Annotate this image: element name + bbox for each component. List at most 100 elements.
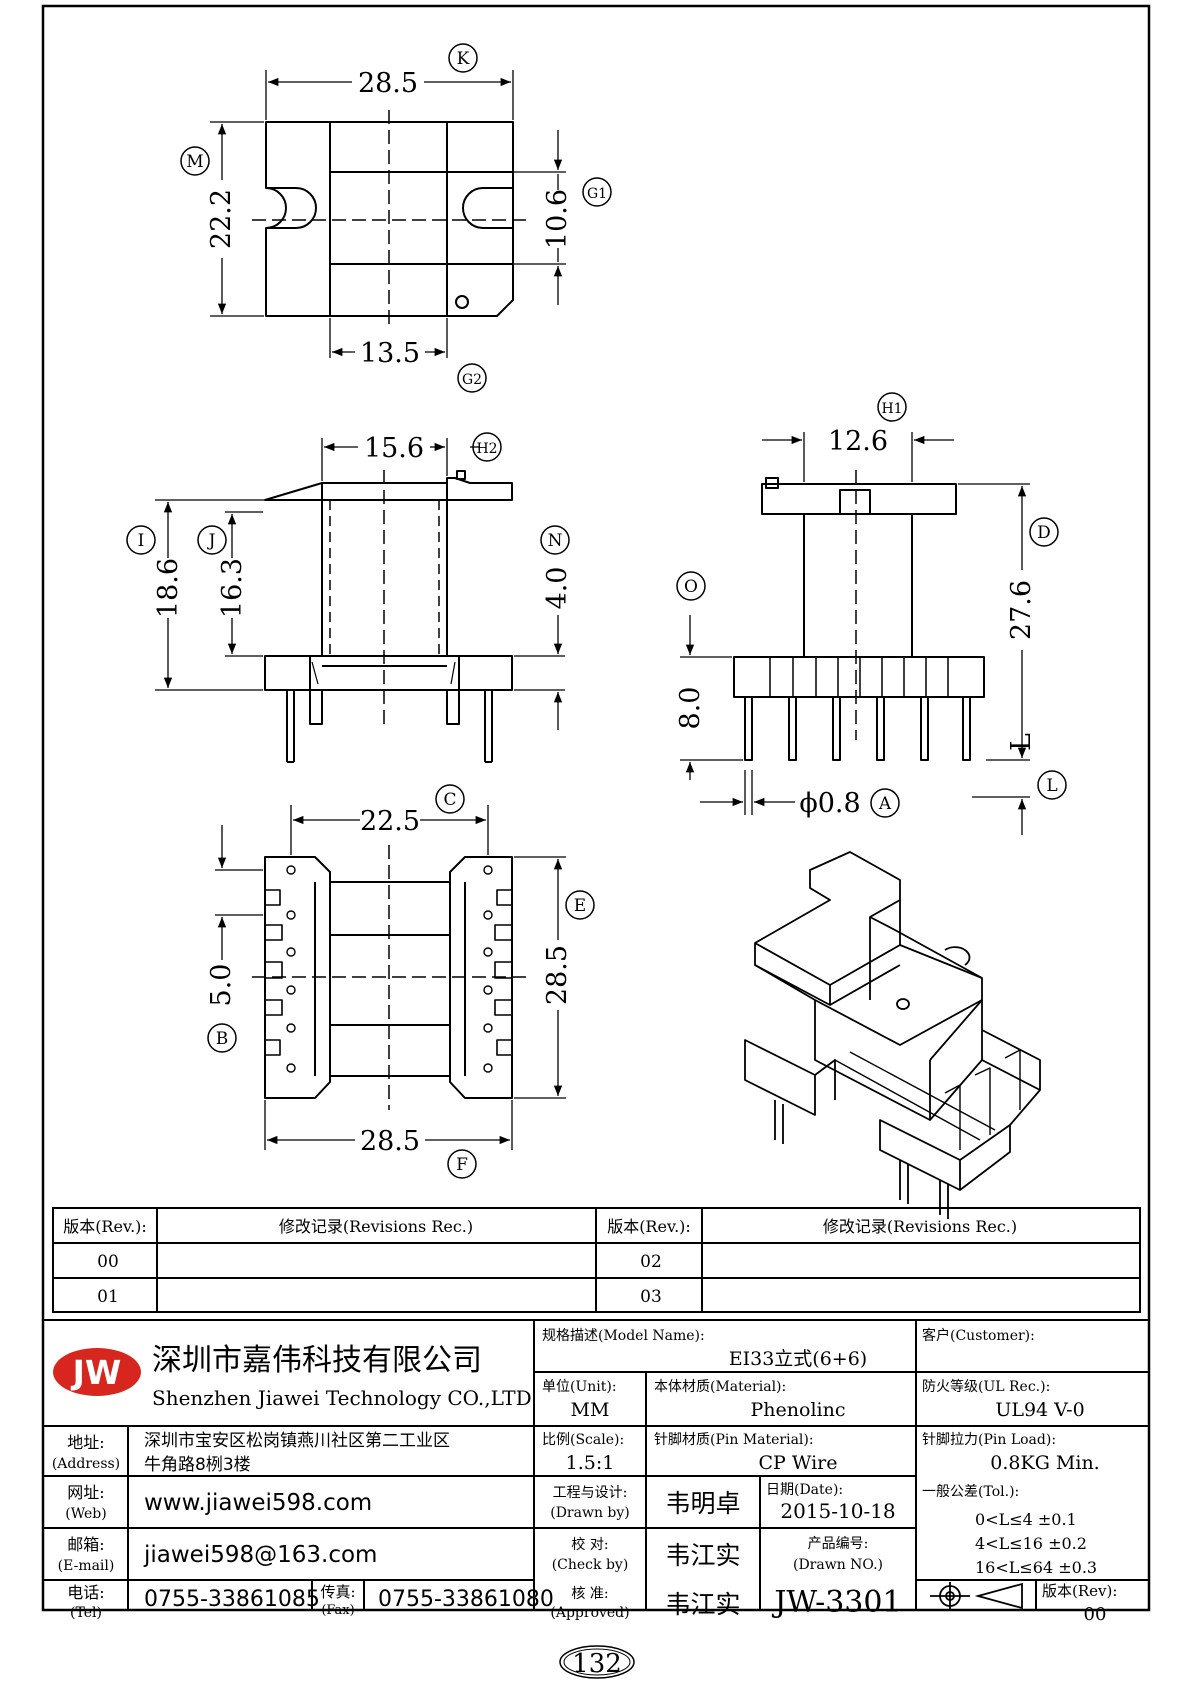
unit-value: MM [571,1399,610,1421]
page-number: 132 [572,1649,622,1679]
dim-G2: 13.5 [360,338,420,369]
pin-load-label: 针脚拉力(Pin Load): [922,1432,1056,1448]
rev-header-left: 版本(Rev.): [63,1217,147,1236]
title-block: JW 深圳市嘉伟科技有限公司 Shenzhen Jiawei Technolog… [43,1319,1149,1625]
projection-symbol-icon [930,1582,1023,1610]
dim-J: 16.3 [217,558,248,618]
callout-G2: G2 [462,372,482,388]
dimension-lines [155,70,1030,1150]
callout-J: J [207,531,216,551]
product-no-value: JW-3301 [771,1585,901,1620]
customer-label: 客户(Customer): [922,1327,1035,1344]
callout-F: F [456,1155,468,1175]
logo-text: JW [71,1353,122,1392]
tel-label-cn: 电话: [67,1583,104,1602]
jw-logo: JW [53,1348,141,1396]
top-view [252,110,528,330]
product-no-label-cn: 产品编号: [808,1536,869,1552]
dim-G1: 10.6 [542,189,573,249]
fax-number: 0755-33861080 [378,1587,554,1612]
callout-O: O [684,577,698,597]
rev-header-right: 版本(Rev.): [607,1217,691,1236]
revision-table: 版本(Rev.): 修改记录(Revisions Rec.) 版本(Rev.):… [52,1207,1141,1313]
dim-K: 28.5 [358,68,418,99]
model-label: 规格描述(Model Name): [542,1328,705,1344]
callout-H1: H1 [881,401,902,417]
sheet-border [41,4,1151,1612]
address-label-cn: 地址: [67,1433,104,1452]
callout-M: M [186,152,203,172]
email-label-en: (E-mail) [58,1558,115,1574]
scale-value: 1.5:1 [566,1452,615,1474]
callout-D: D [1037,523,1051,543]
fax-label-cn: 传真: [320,1583,355,1601]
tol-line-1: 0<L≤4 ±0.1 [975,1510,1077,1529]
callout-A: A [878,794,892,814]
front-view [264,470,513,763]
pin-load-value: 0.8KG Min. [990,1452,1099,1474]
callout-K: K [457,49,470,69]
tel-label-en: (Tel) [70,1605,102,1621]
dim-D: 27.6 [1006,580,1037,640]
callout-B: B [216,1029,229,1049]
dim-E: 28.5 [542,945,573,1005]
approve-label-cn: 核 准: [571,1586,608,1602]
tb-rev-label: 版本(Rev): [1042,1582,1117,1600]
product-no-label-en: (Drawn NO.) [793,1557,883,1573]
rev-row-03: 03 [640,1287,662,1307]
rec-header-right: 修改记录(Revisions Rec.) [823,1217,1017,1236]
scale-label: 比例(Scale): [542,1432,624,1448]
dim-L: L [1006,733,1037,751]
rev-row-01: 01 [97,1287,119,1307]
callout-E: E [574,896,586,916]
isometric-view [744,851,1041,1219]
tel-number: 0755-33861085 [144,1587,320,1612]
address-line-1: 深圳市宝安区松岗镇燕川社区第二工业区 [144,1431,450,1451]
page-number-badge: 132 [559,1645,635,1679]
dim-A: ϕ0.8 [799,788,860,819]
callout-H2: H2 [476,441,497,457]
approved-by-value: 韦江实 [665,1590,740,1619]
check-label-cn: 校 对: [571,1536,608,1553]
address-line-2: 牛角路8栵3楼 [144,1455,251,1475]
dim-F: 28.5 [360,1126,420,1157]
dim-C: 22.5 [360,806,420,837]
dimension-values: 28.5 22.2 10.6 13.5 15.6 18.6 16.3 4.0 1… [153,68,1037,1157]
web-url[interactable]: www.jiawei598.com [144,1490,372,1516]
dim-N: 4.0 [542,567,573,610]
approve-label-en: (Approved) [550,1605,629,1621]
ul-value: UL94 V-0 [995,1399,1084,1421]
pin-material-label: 针脚材质(Pin Material): [654,1432,814,1448]
rec-header-left: 修改记录(Revisions Rec.) [279,1217,473,1236]
dim-M: 22.2 [206,189,237,249]
dim-H2: 15.6 [364,433,424,464]
web-label-cn: 网址: [67,1483,104,1502]
dim-O: 8.0 [675,687,706,730]
company-name-en: Shenzhen Jiawei Technology CO.,LTD [152,1386,532,1410]
tol-label: 一般公差(Tol.): [922,1484,1019,1500]
unit-label: 单位(Unit): [542,1379,617,1395]
pin-material-value: CP Wire [759,1452,838,1474]
email-label-cn: 邮箱: [67,1535,104,1554]
callout-G1: G1 [587,186,607,202]
dim-H1: 12.6 [828,426,888,457]
fax-label-en: (Fax) [321,1603,354,1618]
email-address[interactable]: jiawei598@163.com [143,1542,377,1568]
tol-line-2: 4<L≤16 ±0.2 [975,1534,1087,1553]
side-view [733,470,985,761]
dim-I: 18.6 [153,558,184,618]
material-value: Phenolinc [751,1399,846,1421]
rev-row-00: 00 [97,1252,119,1272]
bottom-view [252,845,528,1110]
web-label-en: (Web) [65,1506,106,1522]
callout-L: L [1046,776,1057,796]
tol-line-3: 16<L≤64 ±0.3 [975,1558,1097,1577]
rev-row-02: 02 [640,1252,662,1272]
tb-rev-value: 00 [1084,1604,1107,1625]
drawn-label-cn: 工程与设计: [553,1485,628,1501]
material-label: 本体材质(Material): [654,1379,786,1395]
check-by-value: 韦江实 [665,1541,740,1570]
model-value: EI33立式(6+6) [729,1348,867,1370]
drawn-by-value: 韦明卓 [665,1489,740,1518]
